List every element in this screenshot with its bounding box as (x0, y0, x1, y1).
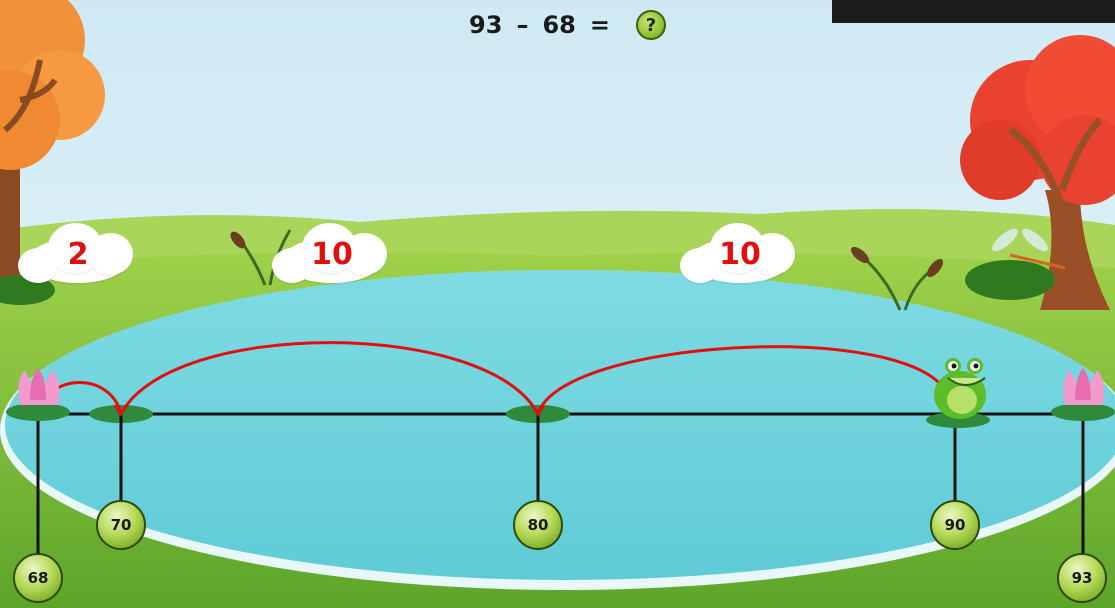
answer-button[interactable]: ? (635, 10, 666, 40)
left-tree (0, 0, 105, 300)
tick-ball-93[interactable]: 93 (1057, 553, 1107, 603)
video-overlay-bar (832, 0, 1115, 23)
tick-label: 93 (1071, 569, 1093, 587)
jump-cloud: 10 (680, 218, 800, 290)
minus-sign: – (516, 11, 529, 39)
jump-amount: 2 (67, 236, 89, 272)
tick-label: 80 (527, 516, 549, 534)
jump-cloud: 10 (272, 218, 392, 290)
jump-amount: 10 (719, 236, 761, 272)
tick-label: 68 (27, 569, 49, 587)
dragonfly (992, 228, 1066, 270)
pond (5, 270, 1115, 580)
bush (965, 260, 1055, 300)
lotus-flower-left (6, 368, 70, 421)
jump-amount: 10 (311, 236, 353, 272)
jump-arc (119, 341, 540, 415)
tick-stems (36, 414, 1085, 555)
tick-ball-90[interactable]: 90 (930, 500, 980, 550)
equals-sign: = (589, 11, 610, 39)
tick-label: 90 (944, 516, 966, 534)
equation: 93 – 68 = ? (0, 10, 1115, 40)
tick-ball-70[interactable]: 70 (96, 500, 146, 550)
jump-arc (536, 345, 947, 415)
tick-ball-68[interactable]: 68 (13, 553, 63, 603)
minuend: 93 (469, 11, 503, 39)
frog[interactable] (926, 358, 990, 428)
right-tree (960, 35, 1115, 310)
jump-cloud: 2 (18, 218, 138, 290)
tick-ball-80[interactable]: 80 (513, 500, 563, 550)
tick-label: 70 (110, 516, 132, 534)
lotus-flower-right (1051, 368, 1115, 421)
subtrahend: 68 (542, 11, 576, 39)
